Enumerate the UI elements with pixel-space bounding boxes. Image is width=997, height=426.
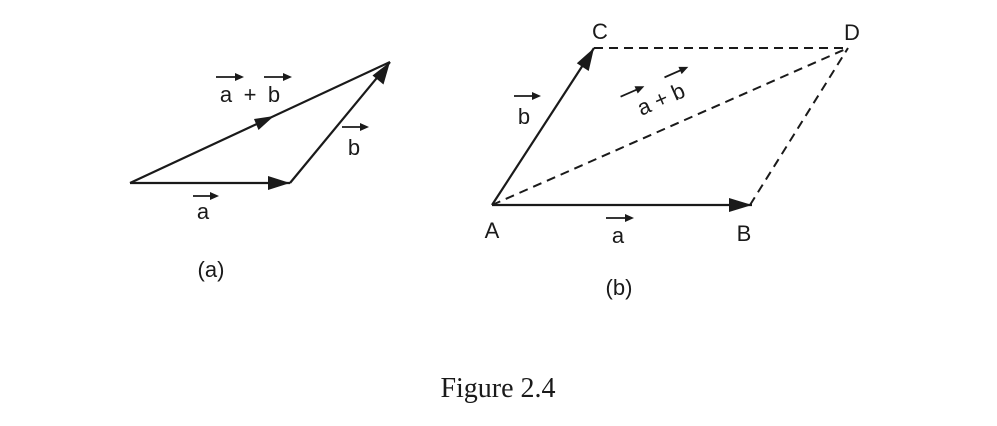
label-sum: a + b <box>216 73 292 107</box>
vector-a-label: a <box>197 199 210 224</box>
overarrow-head <box>634 86 645 94</box>
label-diagonal: a + b <box>620 66 689 121</box>
vector-ac-line <box>491 47 595 206</box>
vector-sum-midarrow <box>254 116 274 130</box>
overarrow-line <box>664 68 684 79</box>
overarrow-head <box>283 73 292 81</box>
vector-b-line <box>289 61 391 184</box>
overarrow-line <box>620 87 640 98</box>
sum-a-label: a <box>220 82 233 107</box>
point-b-label: B <box>737 221 752 246</box>
diagonal-sum-label: a + b <box>633 78 688 121</box>
vector-ab-arrowhead <box>729 198 752 212</box>
sum-plus-label: + <box>244 82 257 107</box>
point-c-label: C <box>592 19 608 44</box>
vector-b-label: b <box>348 135 360 160</box>
label-b-left-ac: b <box>514 92 541 129</box>
label-a-under: a <box>193 192 219 224</box>
overarrow-head <box>210 192 219 200</box>
vector-ab-label: a <box>612 223 625 248</box>
point-a-label: A <box>485 218 500 243</box>
overarrow-head <box>532 92 541 100</box>
vector-ac-label: b <box>518 104 530 129</box>
dashed-diagonal-ad <box>491 47 849 206</box>
sublabel-b: (b) <box>606 275 633 300</box>
overarrow-head <box>360 123 369 131</box>
sum-b-label: b <box>268 82 280 107</box>
sublabel-a: (a) <box>198 257 225 282</box>
overarrow-head <box>678 66 689 75</box>
vector-a-arrowhead <box>268 176 290 190</box>
overarrow-head <box>625 214 634 222</box>
point-d-label: D <box>844 20 860 45</box>
vector-b-arrowhead <box>372 62 390 85</box>
overarrow-head <box>235 73 244 81</box>
vector-ac-arrowhead <box>576 48 594 71</box>
label-b-right: b <box>342 123 369 160</box>
diagram-a: a b a + b (a) <box>129 61 391 282</box>
dashed-side-bd <box>749 47 849 206</box>
figure-caption: Figure 2.4 <box>440 373 555 404</box>
label-a-under-ab: a <box>606 214 634 248</box>
diagram-b: A B C D a b a + b (b) <box>485 19 860 300</box>
